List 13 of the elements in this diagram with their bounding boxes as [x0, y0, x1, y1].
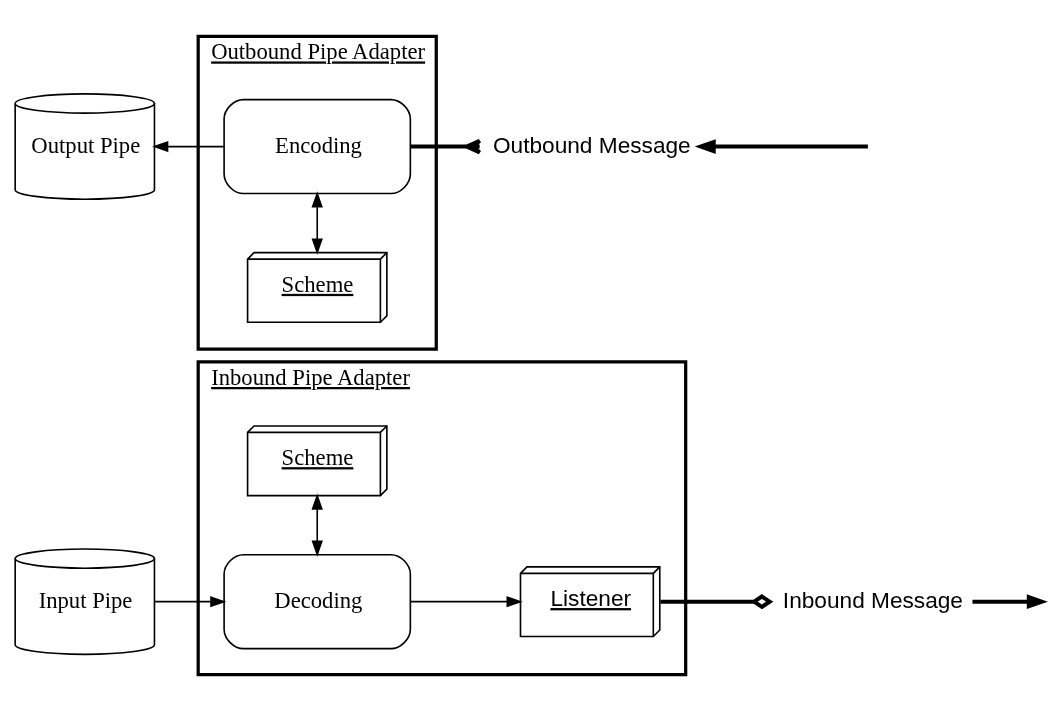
arrow: [152, 140, 225, 152]
arrow: [311, 492, 323, 557]
connector: [410, 138, 482, 154]
arrow: [311, 190, 323, 255]
node-text: Outbound Message: [492, 131, 691, 158]
arrow: [694, 138, 868, 154]
node-text: Inbound Message: [782, 586, 963, 613]
arrow: [153, 595, 227, 607]
node-box: Decoding: [223, 553, 412, 649]
node-box: Encoding: [223, 98, 412, 194]
arrow: [972, 593, 1048, 609]
arrow: [410, 595, 523, 607]
connector: [660, 593, 774, 609]
